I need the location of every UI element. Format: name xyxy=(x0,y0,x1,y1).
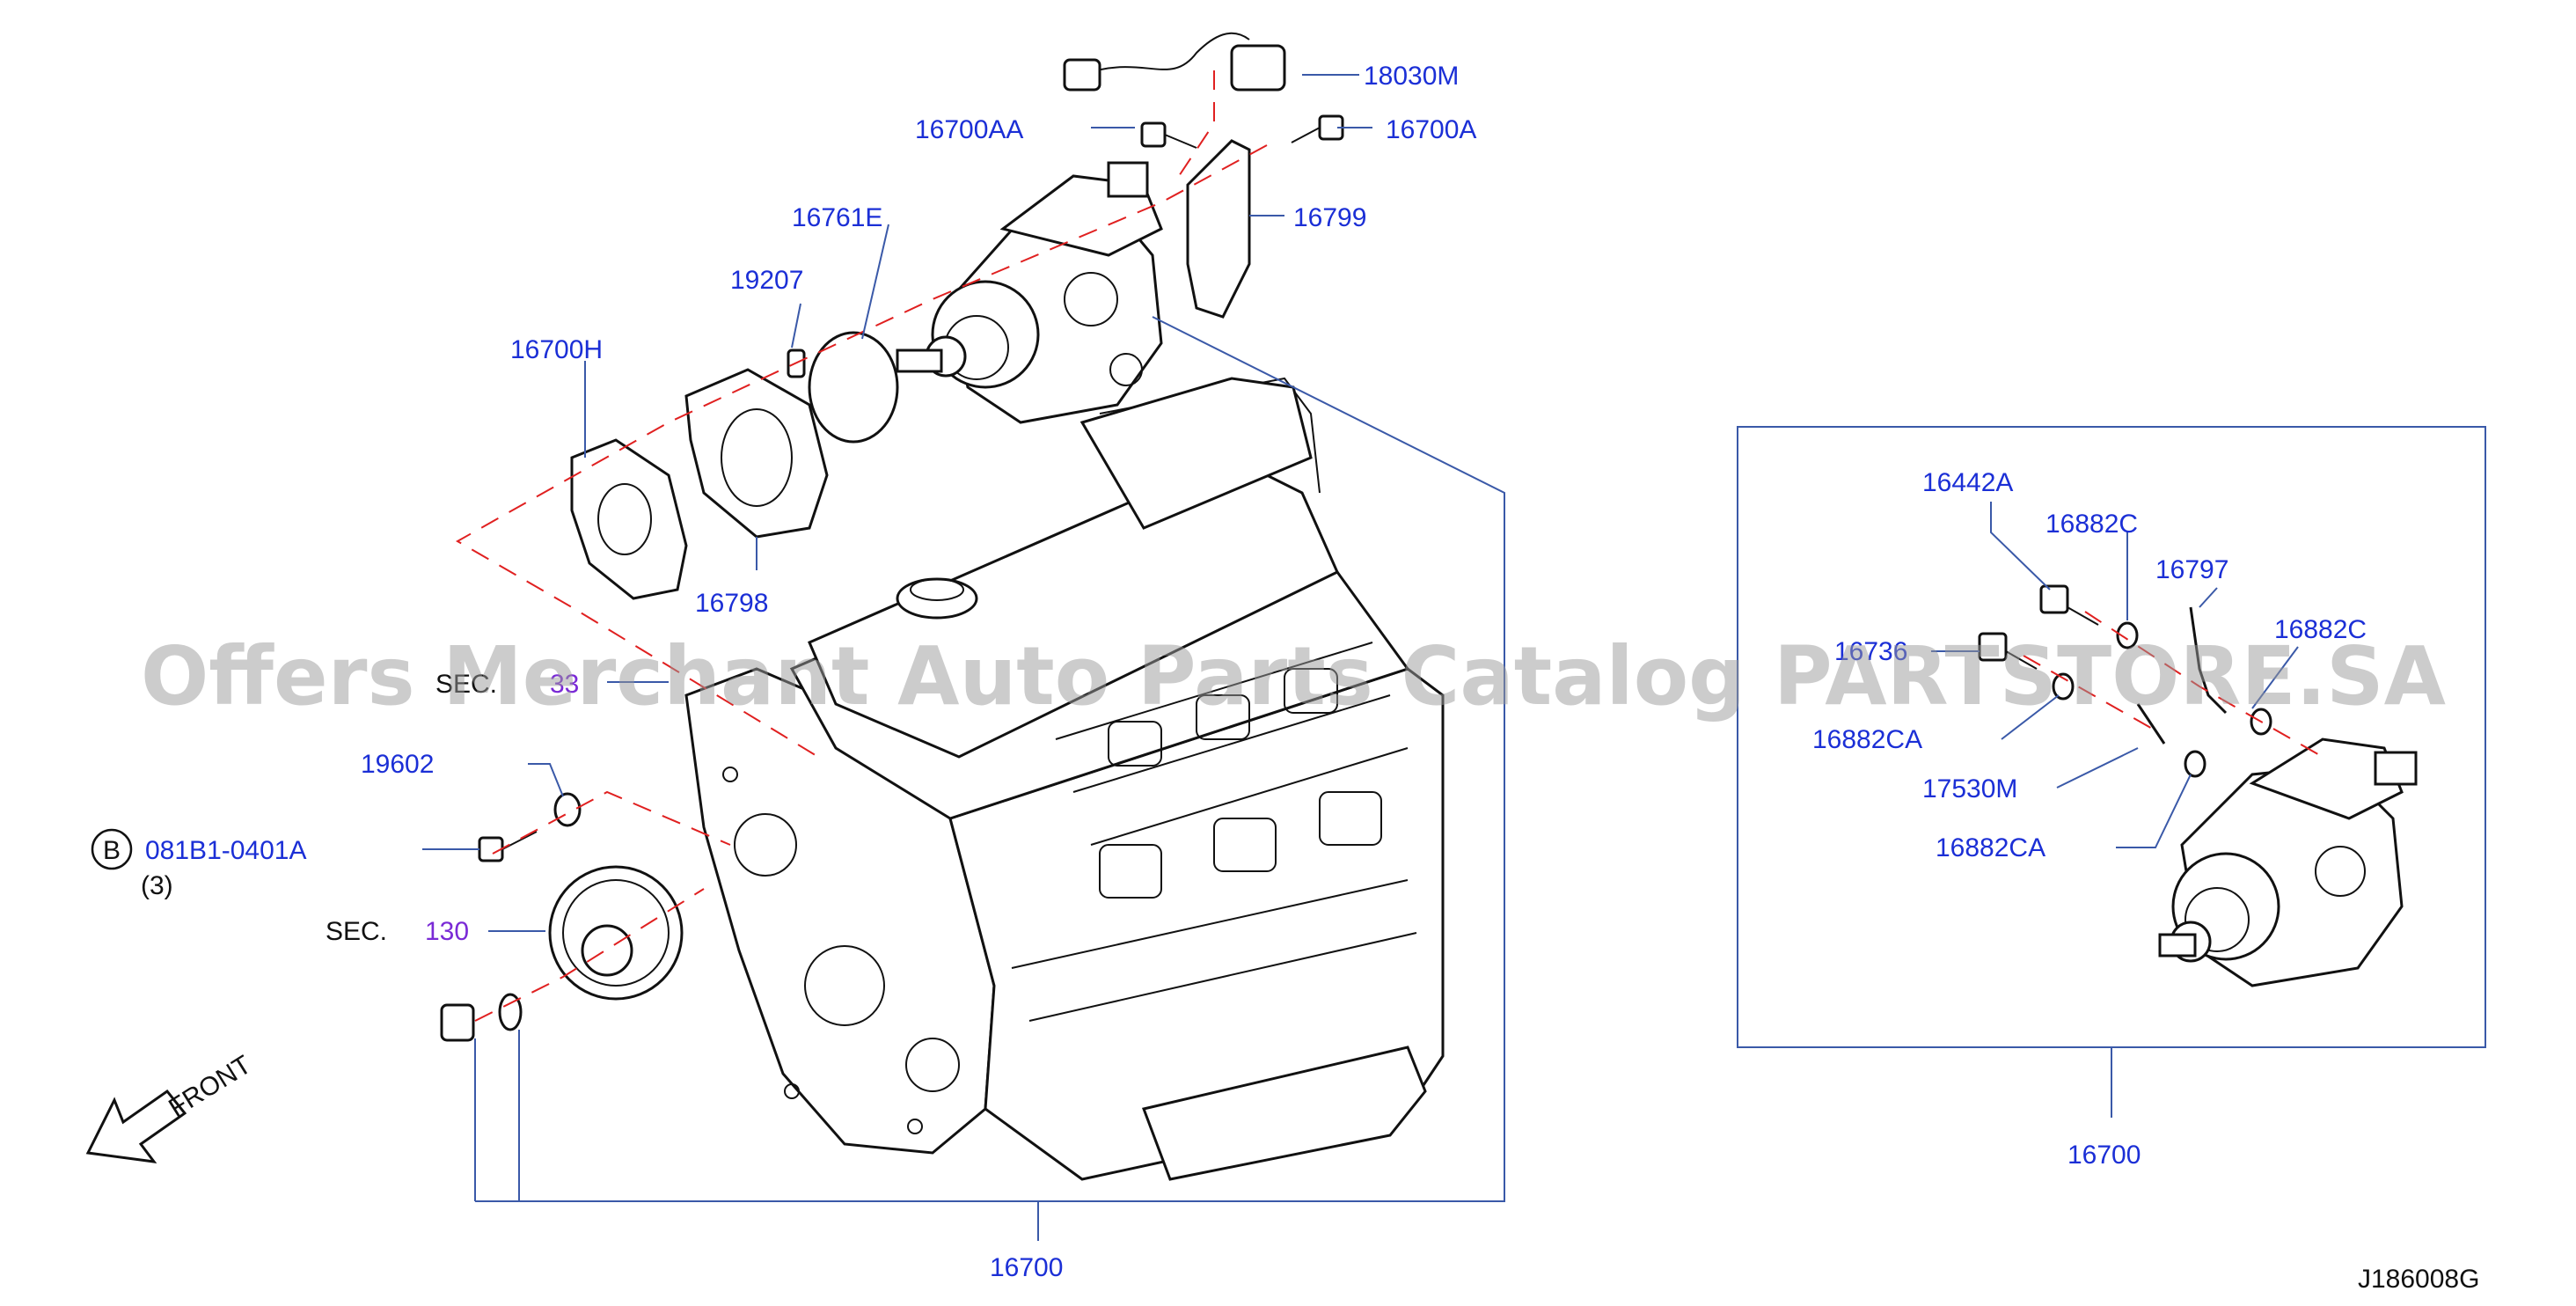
washer[interactable] xyxy=(498,993,523,1031)
label-16700-main[interactable]: 16700 xyxy=(990,1253,1063,1282)
label-16882CA-2[interactable]: 16882CA xyxy=(1936,833,2045,862)
pump-gear[interactable] xyxy=(548,865,684,1001)
diagram-code: J186008G xyxy=(2358,1265,2479,1294)
front-arrow-icon xyxy=(85,1089,187,1163)
label-sec-130-number[interactable]: 130 xyxy=(425,917,469,946)
label-18030M[interactable]: 18030M xyxy=(1364,62,1459,91)
label-16882C-2[interactable]: 16882C xyxy=(2274,615,2367,644)
label-19602[interactable]: 19602 xyxy=(361,750,434,779)
label-sec-33-number[interactable]: 33 xyxy=(550,670,579,699)
bracket-16799[interactable] xyxy=(1186,139,1251,319)
label-16700H[interactable]: 16700H xyxy=(510,335,603,364)
label-17530M[interactable]: 17530M xyxy=(1922,774,2017,803)
label-sec-33: SEC. xyxy=(435,670,497,699)
o-ring-16761E[interactable] xyxy=(808,331,899,444)
nut[interactable] xyxy=(440,1003,475,1042)
inset-washer-16882CA-2[interactable] xyxy=(2184,750,2206,778)
label-16700AA[interactable]: 16700AA xyxy=(915,115,1023,144)
label-16442A[interactable]: 16442A xyxy=(1922,468,2013,497)
label-16798[interactable]: 16798 xyxy=(695,589,768,618)
inset-bolt-16442A[interactable] xyxy=(2039,584,2099,626)
label-16797[interactable]: 16797 xyxy=(2155,555,2228,584)
label-16700A[interactable]: 16700A xyxy=(1386,115,1476,144)
inset-pump[interactable] xyxy=(2158,737,2418,987)
inset-pipe-17530M[interactable] xyxy=(2136,703,2166,745)
label-16882CA-1[interactable]: 16882CA xyxy=(1812,725,1922,754)
inset-fitting-16736[interactable] xyxy=(1978,632,2038,670)
label-19207[interactable]: 19207 xyxy=(730,266,803,295)
b-marker-letter: B xyxy=(103,836,121,865)
injection-pump[interactable] xyxy=(896,161,1163,424)
label-front: FRONT xyxy=(164,1050,256,1123)
label-081B1-0401A[interactable]: 081B1-0401A xyxy=(145,836,307,865)
inset-washer-16882C-1[interactable] xyxy=(2116,621,2139,649)
label-16700-inset[interactable]: 16700 xyxy=(2067,1141,2141,1170)
label-16799[interactable]: 16799 xyxy=(1293,203,1366,232)
label-16736[interactable]: 16736 xyxy=(1834,637,1907,666)
gasket-16700H[interactable] xyxy=(570,438,688,600)
label-16761E[interactable]: 16761E xyxy=(792,203,882,232)
adapter-16798[interactable] xyxy=(684,368,829,539)
harness-18030M[interactable] xyxy=(1063,32,1286,92)
b-marker-circle xyxy=(91,828,133,870)
watermark-text: Offers Merchant Auto Parts Catalog PARTS… xyxy=(141,629,2446,723)
label-qty-3: (3) xyxy=(141,871,173,900)
washer-19602[interactable] xyxy=(553,792,582,827)
label-sec-130: SEC. xyxy=(326,917,387,946)
engine-block[interactable] xyxy=(684,377,1445,1181)
bolt-16700AA[interactable] xyxy=(1140,121,1197,149)
label-16882C-1[interactable]: 16882C xyxy=(2045,510,2138,539)
inset-pipe-16797[interactable] xyxy=(2189,606,2228,715)
bolt-16700A[interactable] xyxy=(1291,114,1344,143)
